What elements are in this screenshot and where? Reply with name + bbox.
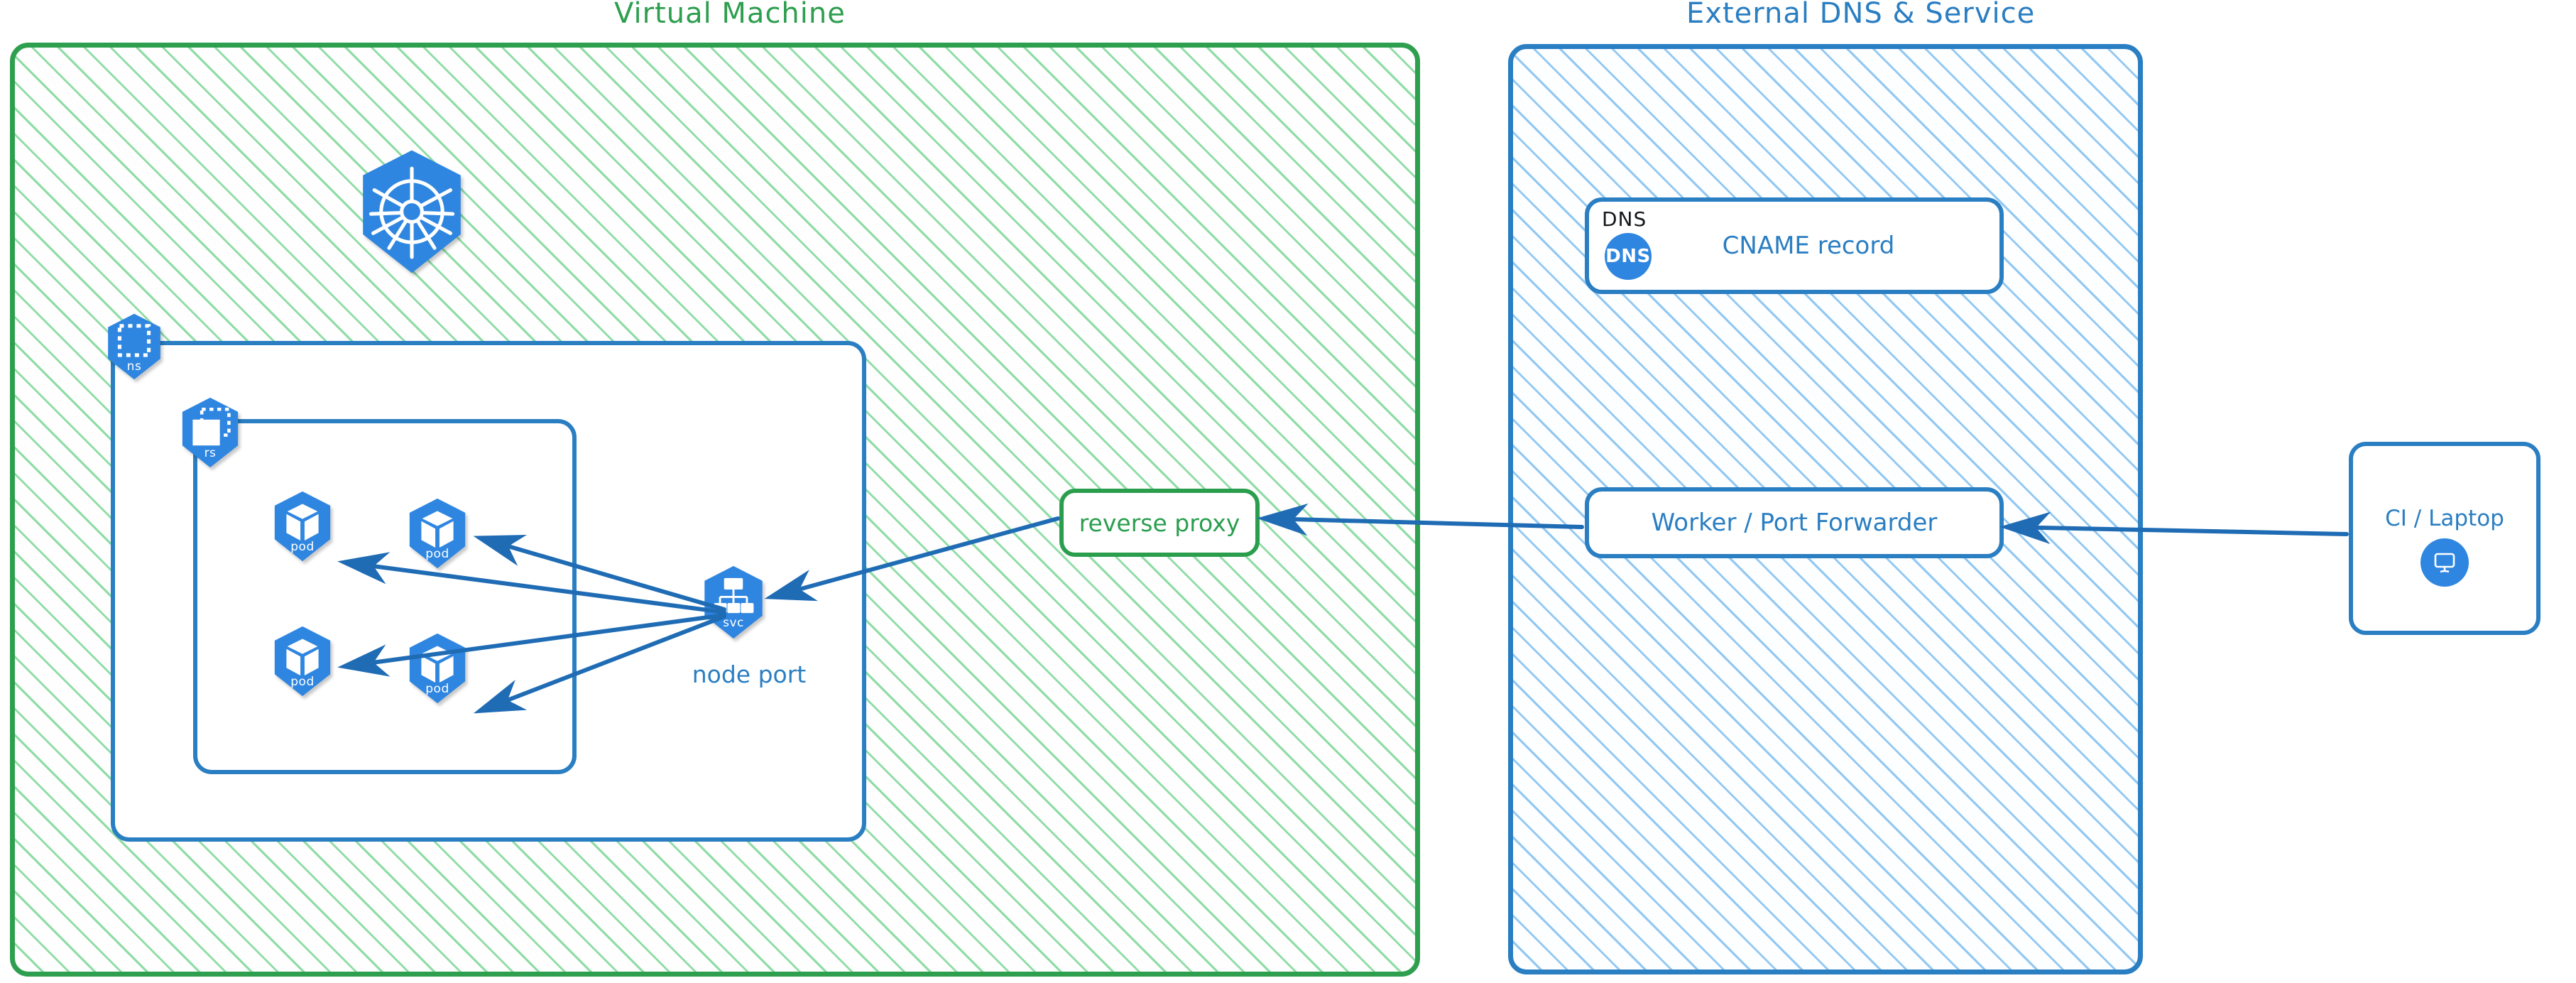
ci-laptop-label: CI / Laptop: [2385, 506, 2504, 531]
ci-laptop-box[interactable]: CI / Laptop: [2349, 442, 2540, 635]
dns-record-box[interactable]: DNS DNS CNAME record: [1585, 197, 2004, 294]
worker-port-forwarder-box[interactable]: Worker / Port Forwarder: [1585, 487, 2004, 558]
dns-kind-label: DNS: [1602, 207, 1647, 231]
service-nodeport-icon[interactable]: svc: [699, 565, 768, 640]
pod-icon[interactable]: pod: [405, 632, 470, 705]
pod-icon[interactable]: pod: [405, 497, 470, 570]
replicaset-icon: rs: [178, 396, 243, 469]
kubernetes-logo-icon: [355, 148, 469, 276]
namespace-icon: ns: [104, 313, 165, 381]
external-group-title: External DNS & Service: [1686, 0, 2036, 30]
node-port-caption: node port: [692, 661, 807, 688]
desktop-monitor-icon: [2421, 538, 2469, 587]
pod-icon[interactable]: pod: [270, 625, 335, 697]
virtual-machine-group-title: Virtual Machine: [614, 0, 846, 30]
reverse-proxy-label: reverse proxy: [1079, 509, 1240, 537]
dns-icon: DNS: [1605, 233, 1652, 280]
pod-icon[interactable]: pod: [270, 490, 335, 563]
worker-port-forwarder-label: Worker / Port Forwarder: [1651, 509, 1938, 537]
replicaset-box[interactable]: [193, 419, 577, 774]
dns-record-label: CNAME record: [1722, 232, 1895, 260]
dns-icon-label: DNS: [1605, 246, 1651, 267]
reverse-proxy-box[interactable]: reverse proxy: [1059, 489, 1260, 557]
